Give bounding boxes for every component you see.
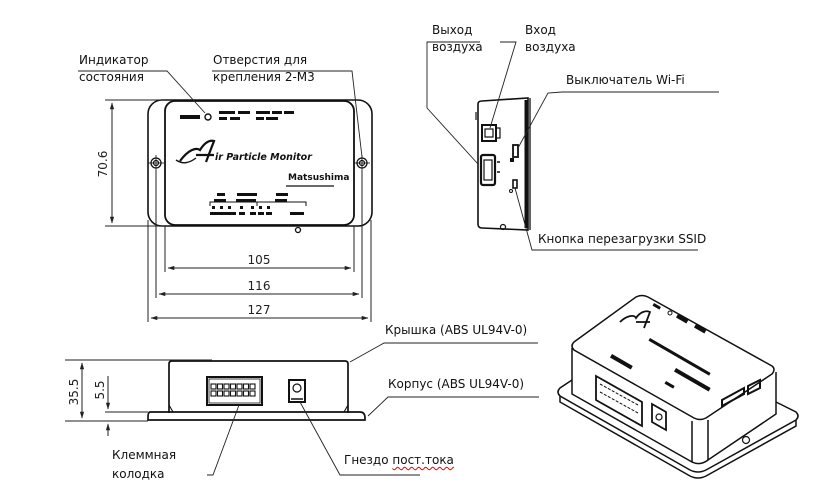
- label-terminal-block: Клеммная колодка: [112, 447, 176, 483]
- status-labels-print: [180, 111, 294, 120]
- bottom-tab: [294, 226, 302, 234]
- label-ssid-reset: Кнопка перезагрузки SSID: [538, 232, 707, 246]
- front-view: [147, 360, 366, 421]
- dim-front: [65, 359, 212, 436]
- wifi-switch: [512, 144, 519, 158]
- isometric-prints: [610, 303, 711, 392]
- dim-116: 116: [248, 279, 271, 293]
- label-line: Выход: [432, 23, 473, 37]
- label-line: Вход: [525, 23, 556, 37]
- label-line: крепления 2-М3: [213, 70, 315, 84]
- label-mount-holes: Отверстия для крепления 2-М3: [213, 52, 315, 86]
- product-name-print: ir Particle Monitor: [215, 152, 313, 163]
- dim-105: 105: [248, 253, 271, 267]
- ssid-reset-button: [512, 179, 518, 189]
- dim-height-value: 70.6: [96, 151, 110, 178]
- logo-a-icon: [179, 139, 216, 163]
- air-outlet-port: [479, 153, 497, 187]
- label-line: воздуха: [432, 40, 483, 54]
- label-part: Гнездо: [344, 453, 393, 467]
- label-line: Индикатор: [79, 53, 149, 67]
- dim-35-5: 35.5: [67, 379, 81, 406]
- leaders-top: [78, 70, 363, 158]
- dim-127: 127: [248, 303, 271, 317]
- terminal-slots: [210, 383, 256, 397]
- label-part: пост.тока: [392, 453, 454, 467]
- leaders-end: [426, 41, 719, 251]
- status-led-icon: [204, 113, 212, 121]
- label-air-in: Вход воздуха: [525, 22, 576, 56]
- isometric-logo-icon: [619, 310, 652, 329]
- mount-hole-right: [354, 155, 370, 171]
- terminal-labels-print: [210, 193, 304, 215]
- dc-jack: [288, 379, 306, 403]
- label-line: воздуха: [525, 40, 576, 54]
- label-lid: Крышка (ABS UL94V-0): [385, 323, 528, 337]
- label-line: колодка: [112, 467, 165, 481]
- label-line: состояния: [79, 70, 144, 84]
- dim-widths: [147, 170, 372, 322]
- mount-hole-left: [148, 155, 164, 171]
- dim-5-5: 5.5: [93, 380, 107, 399]
- isometric-view: [557, 294, 799, 479]
- label-air-out: Выход воздуха: [432, 22, 483, 56]
- label-wifi-switch: Выключатель Wi-Fi: [566, 73, 685, 87]
- end-view: [475, 97, 531, 231]
- label-body: Корпус (ABS UL94V-0): [388, 377, 525, 391]
- leaders-front: [207, 342, 539, 476]
- label-status-indicator: Индикатор состояния: [79, 52, 148, 86]
- top-view: [147, 99, 373, 234]
- dim-height: [105, 99, 165, 227]
- label-line: Клеммная: [112, 448, 177, 462]
- terminal-block: [206, 376, 263, 406]
- label-dc-jack: Гнездо пост.тока: [344, 452, 454, 469]
- brand-print: Matsushima: [288, 173, 349, 183]
- air-inlet-port: [481, 124, 497, 142]
- label-line: Отверстия для: [213, 53, 308, 67]
